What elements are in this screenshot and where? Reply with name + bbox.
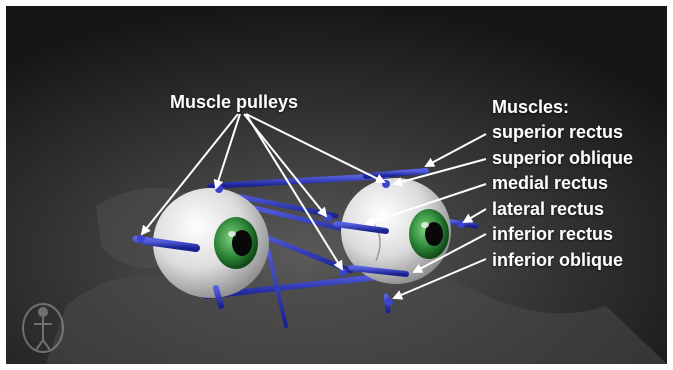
muscles-heading: Muscles: xyxy=(492,95,633,120)
muscles-legend: Muscles: superior rectus superior obliqu… xyxy=(492,95,633,273)
muscle-item-lateral-rectus: lateral rectus xyxy=(492,197,633,223)
muscle-item-superior-rectus: superior rectus xyxy=(492,120,633,146)
muscle-pulleys-label: Muscle pulleys xyxy=(170,92,298,113)
muscle-item-medial-rectus: medial rectus xyxy=(492,171,633,197)
illustration-frame: Muscle pulleys Muscles: superior rectus … xyxy=(6,6,667,364)
muscle-item-superior-oblique: superior oblique xyxy=(492,146,633,172)
muscle-list: superior rectus superior oblique medial … xyxy=(492,120,633,273)
muscle-item-inferior-rectus: inferior rectus xyxy=(492,222,633,248)
muscle-item-inferior-oblique: inferior oblique xyxy=(492,248,633,274)
